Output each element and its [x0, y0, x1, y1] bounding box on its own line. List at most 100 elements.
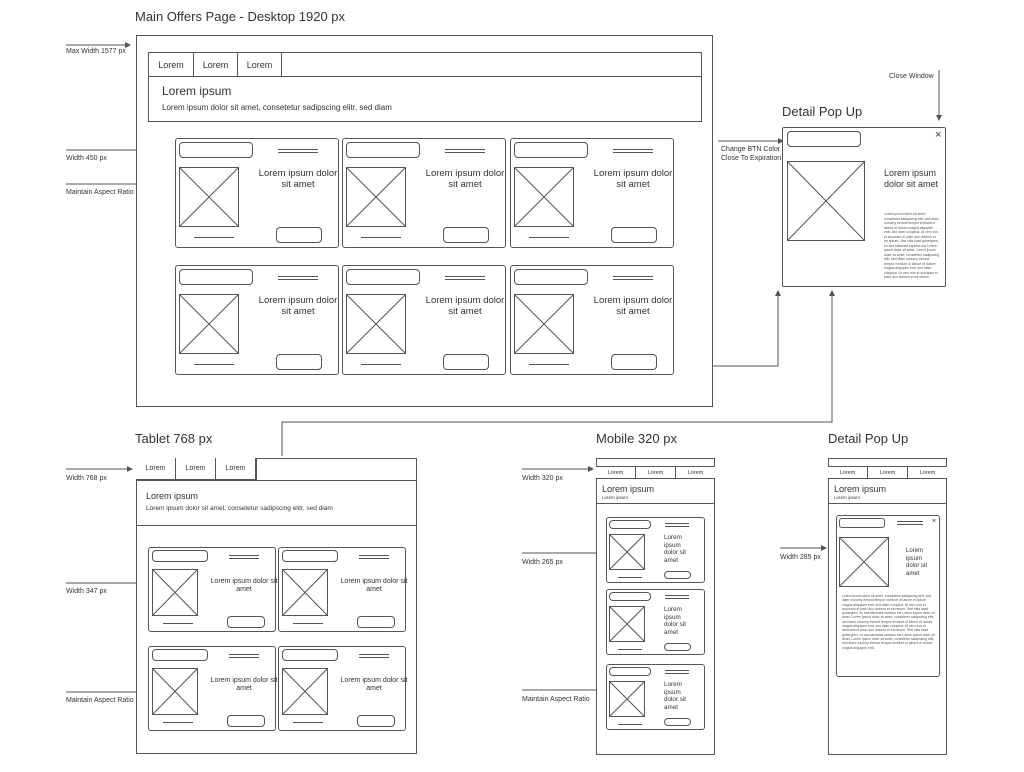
nav-item[interactable]: Lorem — [216, 458, 256, 479]
card-button[interactable] — [276, 227, 322, 243]
nav-item[interactable]: Lorem — [194, 53, 238, 76]
card-button[interactable] — [227, 715, 265, 727]
image-placeholder — [839, 537, 889, 587]
line-mark — [359, 657, 389, 658]
nav-item[interactable]: Lorem — [636, 467, 676, 478]
card-text: Lorem ipsum dolor sit amet — [593, 295, 673, 318]
offer-card[interactable]: Lorem ipsum dolor sit amet — [342, 265, 506, 375]
image-placeholder — [609, 606, 645, 642]
line-mark — [278, 279, 318, 280]
line-mark — [613, 279, 653, 280]
card-badge — [609, 520, 651, 529]
card-button[interactable] — [443, 354, 489, 370]
image-placeholder — [282, 569, 328, 616]
note-tablet-card: Width 347 px — [66, 588, 107, 595]
line-mark — [359, 558, 389, 559]
page-subtitle: Lorem ipsum — [834, 495, 861, 500]
offer-card[interactable]: Lorem ipsum dolor sit amet — [148, 646, 277, 731]
offer-card[interactable]: Lorem ipsum dolor sit amet — [606, 664, 705, 730]
card-badge — [282, 550, 338, 562]
offer-card[interactable]: Lorem ipsum dolor sit amet — [175, 265, 339, 375]
page-subtitle: Lorem ipsum dolor sit amet, consetetur s… — [146, 505, 333, 512]
note-tablet-aspect: Maintain Aspect Ratio — [66, 697, 134, 704]
offer-card[interactable]: Lorem ipsum dolor sit amet — [606, 589, 705, 655]
line-mark — [665, 673, 689, 674]
close-icon[interactable]: × — [935, 129, 942, 141]
line-mark — [229, 558, 259, 559]
card-badge — [514, 142, 588, 158]
nav-item[interactable]: Lorem — [176, 458, 216, 479]
nav-item[interactable]: Lorem — [596, 467, 636, 478]
card-text: Lorem ipsum dolor sit amet — [210, 578, 278, 594]
nav-item[interactable]: Lorem — [238, 53, 282, 76]
line-mark — [229, 654, 259, 655]
card-badge — [346, 269, 420, 285]
nav-item[interactable]: Lorem — [687, 469, 704, 476]
offer-card[interactable]: Lorem ipsum dolor sit amet — [342, 138, 506, 248]
line-mark — [445, 152, 485, 153]
tablet-nav: Lorem Lorem Lorem — [136, 458, 257, 480]
line-mark — [613, 276, 653, 277]
nav-item[interactable]: Lorem — [868, 467, 908, 478]
card-button[interactable] — [611, 354, 657, 370]
line-mark — [359, 555, 389, 556]
detail-popup: × Lorem ipsum dolor sit amet Lorem ipsum… — [782, 127, 946, 287]
card-text: Lorem ipsum dolor sit amet — [664, 606, 687, 636]
card-button[interactable] — [227, 616, 265, 628]
line-mark — [613, 152, 653, 153]
card-button[interactable] — [611, 227, 657, 243]
card-button[interactable] — [443, 227, 489, 243]
page-subtitle: Lorem ipsum — [602, 495, 629, 500]
image-placeholder — [787, 161, 865, 241]
nav-item[interactable]: Lorem — [828, 467, 868, 478]
card-button[interactable] — [664, 718, 691, 726]
line-mark — [665, 523, 689, 524]
mobile-nav: Lorem Lorem Lorem — [596, 466, 715, 479]
caption-line — [529, 364, 569, 365]
caption-line — [293, 722, 323, 723]
line-mark — [665, 670, 689, 671]
offer-card[interactable]: Lorem ipsum dolor sit amet — [510, 138, 674, 248]
offer-card[interactable]: Lorem ipsum dolor sit amet — [278, 646, 408, 731]
image-placeholder — [152, 569, 198, 616]
nav-item[interactable]: Lorem — [919, 469, 936, 476]
note-aspect-ratio: Maintain Aspect Ratio — [66, 189, 134, 196]
caption-line — [618, 649, 642, 650]
line-mark — [613, 149, 653, 150]
image-placeholder — [514, 167, 574, 227]
image-placeholder — [152, 668, 198, 715]
divider — [137, 525, 416, 526]
mobile-popup-title: Detail Pop Up — [828, 431, 909, 446]
card-button[interactable] — [357, 616, 395, 628]
divider — [597, 503, 714, 504]
card-button[interactable] — [664, 571, 691, 579]
popup-text: Lorem ipsum dolor sit amet — [906, 548, 928, 577]
card-button[interactable] — [664, 643, 691, 651]
close-icon[interactable]: × — [932, 518, 937, 525]
card-button[interactable] — [357, 715, 395, 727]
card-badge — [346, 142, 420, 158]
note-close-window: Close Window — [889, 73, 934, 80]
popup-body: Lorem ipsum dolor sit amet, consetetur s… — [842, 594, 935, 650]
offer-card[interactable]: Lorem ipsum dolor sit amet — [606, 517, 705, 583]
line-mark — [897, 524, 923, 525]
note-popup-width: Width 285 px — [780, 554, 821, 561]
line-mark — [445, 276, 485, 277]
divider — [137, 480, 416, 481]
image-placeholder — [346, 167, 406, 227]
caption-line — [529, 237, 569, 238]
offer-card[interactable]: Lorem ipsum dolor sit amet — [148, 547, 278, 632]
nav-item[interactable]: Lorem — [136, 458, 176, 479]
card-button[interactable] — [276, 354, 322, 370]
link-desktop-popup — [712, 290, 781, 367]
offer-card[interactable]: Lorem ipsum dolor sit amet — [175, 138, 339, 248]
offer-card[interactable]: Lorem ipsum dolor sit amet — [278, 547, 407, 632]
link-tablet-popup — [281, 290, 835, 456]
card-text: Lorem ipsum dolor sit amet — [340, 677, 408, 693]
note-tablet-width: Width 768 px — [66, 475, 107, 482]
nav-item[interactable]: Lorem — [149, 53, 194, 76]
caption-line — [163, 623, 193, 624]
card-badge — [609, 592, 651, 601]
offer-card[interactable]: Lorem ipsum dolor sit amet — [510, 265, 674, 375]
